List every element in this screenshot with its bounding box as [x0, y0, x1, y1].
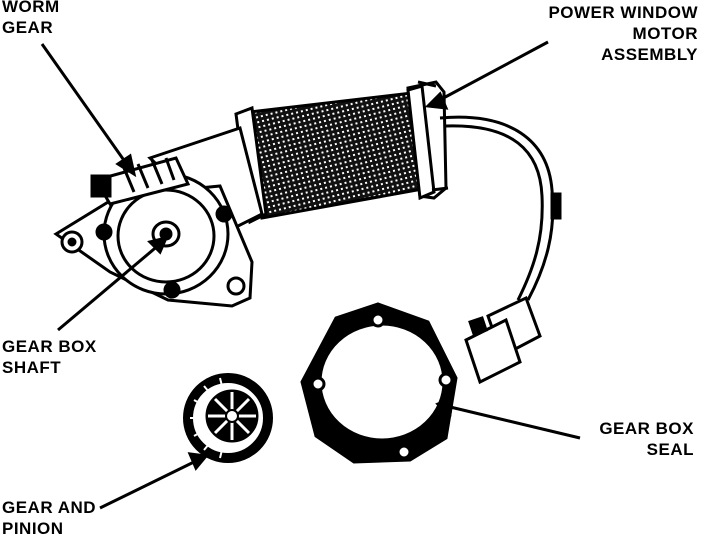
gear-box-shaft-label: GEAR BOX SHAFT [2, 337, 97, 377]
worm-gear [90, 156, 191, 206]
worm-gear-label: WORM GEAR [2, 0, 60, 37]
gear-box-seal-label: GEAR BOX SEAL [599, 419, 694, 459]
leader-lines [40, 40, 581, 510]
gear-and-pinion [183, 373, 273, 463]
motor-assembly-label: POWER WINDOW MOTOR ASSEMBLY [548, 3, 698, 64]
wire-harness [439, 115, 562, 301]
connector-plug [464, 295, 542, 385]
gear-box-seal [300, 302, 458, 464]
gear-and-pinion-label: GEAR AND PINION [2, 498, 97, 538]
